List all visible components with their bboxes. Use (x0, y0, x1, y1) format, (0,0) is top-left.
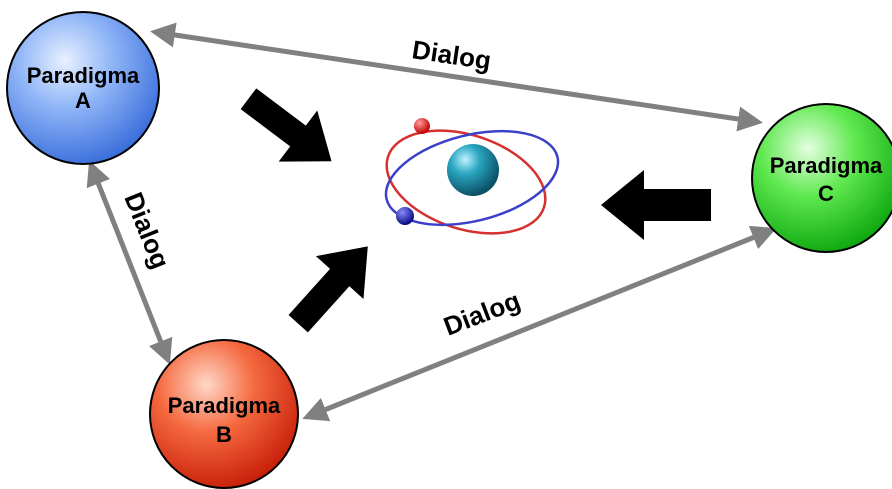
connector-b-c (302, 225, 777, 422)
pointer-arrow-from-b (288, 246, 368, 333)
node-c-label-line1: Paradigma (770, 153, 883, 178)
electron-blue-icon (396, 207, 414, 225)
node-paradigma-b: Paradigma B (149, 339, 299, 489)
connector-a-c (150, 22, 763, 132)
node-paradigma-a: Paradigma A (6, 11, 160, 165)
node-a-label-line1: Paradigma (27, 63, 140, 88)
nucleus-icon (447, 144, 499, 196)
node-b-label-line1: Paradigma (168, 393, 281, 418)
pointer-arrow-from-a (240, 88, 332, 162)
node-c-label-line2: C (818, 181, 834, 206)
connector-a-b (86, 160, 173, 365)
atom-icon (384, 118, 560, 235)
node-b-label-line2: B (216, 422, 232, 447)
node-a-label-line2: A (75, 88, 91, 113)
pointer-arrow-from-c (601, 170, 711, 240)
node-paradigma-c: Paradigma C (751, 103, 892, 253)
electron-red-icon (414, 118, 430, 134)
